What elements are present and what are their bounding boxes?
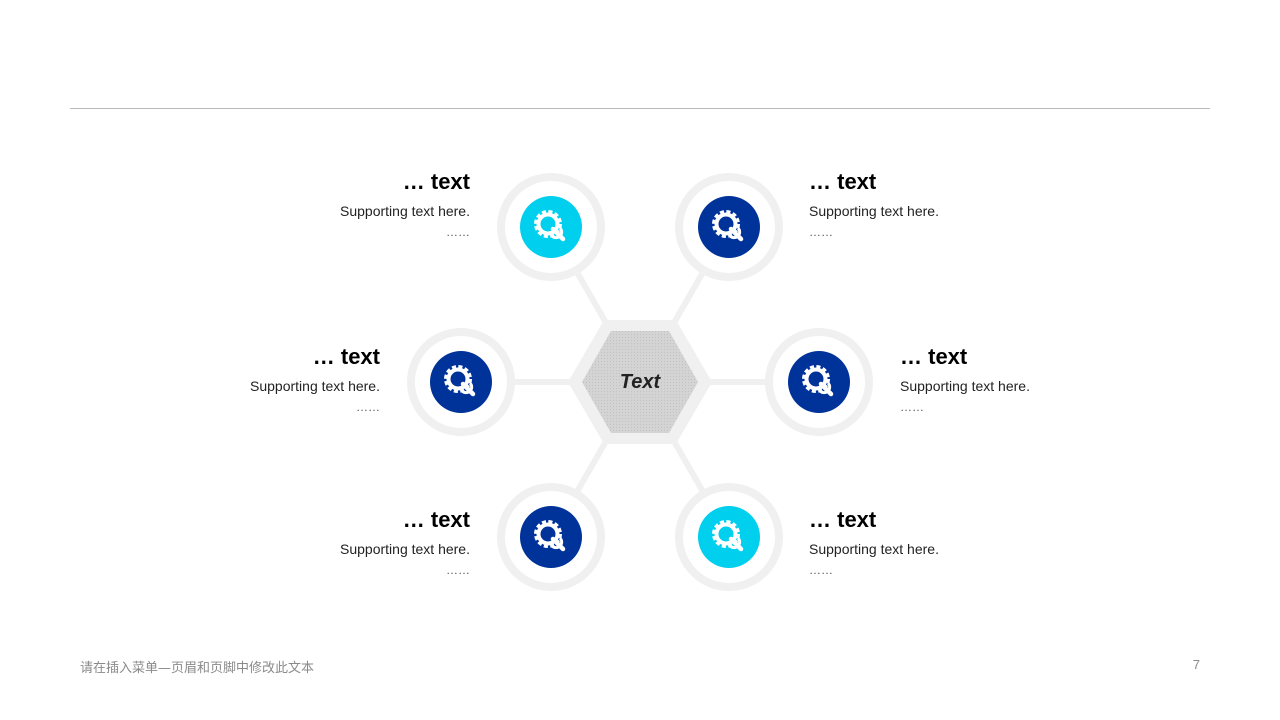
node-description: Supporting text here.	[340, 541, 470, 557]
node-disc	[698, 196, 760, 258]
node-top-right-text: … text Supporting text here. ……	[809, 168, 1109, 240]
node-title: … text	[809, 169, 877, 194]
node-description: Supporting text here.	[340, 203, 470, 219]
footer-text: 请在插入菜单—页眉和页脚中修改此文本	[80, 661, 315, 676]
node-bottom-right	[675, 483, 783, 591]
node-description: Supporting text here.	[809, 541, 939, 557]
node-description: Supporting text here.	[900, 378, 1030, 394]
node-disc	[698, 506, 760, 568]
node-mid-left-text: … text Supporting text here. ……	[80, 343, 380, 415]
node-title: … text	[809, 507, 877, 532]
node-ellipsis: ……	[446, 225, 470, 239]
header-divider	[70, 108, 1210, 109]
node-description: Supporting text here.	[250, 378, 380, 394]
node-mid-left	[407, 328, 515, 436]
node-ellipsis: ……	[446, 563, 470, 577]
page-number: 7	[1192, 657, 1200, 672]
node-ellipsis: ……	[356, 400, 380, 414]
node-top-left-text: … text Supporting text here. ……	[170, 168, 470, 240]
node-disc	[430, 351, 492, 413]
node-bottom-left-text: … text Supporting text here. ……	[170, 506, 470, 578]
node-ellipsis: ……	[900, 400, 924, 414]
node-ellipsis: ……	[809, 563, 833, 577]
center-label: Text	[619, 371, 661, 393]
center-hexagon	[568, 320, 712, 444]
node-title: … text	[402, 507, 470, 532]
node-description: Supporting text here.	[809, 203, 939, 219]
node-bottom-right-text: … text Supporting text here. ……	[809, 506, 1109, 578]
node-ellipsis: ……	[809, 225, 833, 239]
node-mid-right-text: … text Supporting text here. ……	[900, 343, 1200, 415]
node-title: … text	[402, 169, 470, 194]
node-top-left	[497, 173, 605, 281]
node-bottom-left	[497, 483, 605, 591]
node-disc	[520, 506, 582, 568]
node-top-right	[675, 173, 783, 281]
node-title: … text	[312, 344, 380, 369]
node-disc	[520, 196, 582, 258]
node-disc	[788, 351, 850, 413]
node-mid-right	[765, 328, 873, 436]
node-title: … text	[900, 344, 968, 369]
